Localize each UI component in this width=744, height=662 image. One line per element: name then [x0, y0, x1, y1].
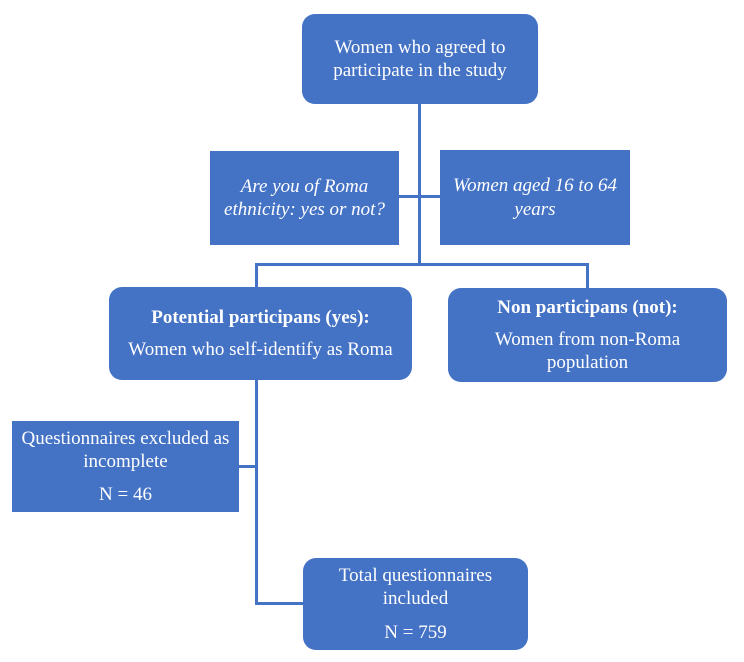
connector-ethnicity-to-age	[399, 195, 440, 198]
node-excluded-questionnaires: Questionnaires excluded as incomplete N …	[12, 421, 239, 512]
connector-drop-to-potential	[255, 263, 258, 289]
node-roma-ethnicity-question: Are you of Roma ethnicity: yes or not?	[210, 151, 399, 245]
connector-potential-to-total	[255, 379, 258, 605]
connector-to-excluded	[239, 465, 257, 468]
node-excluded-body: Questionnaires excluded as incomplete	[21, 427, 230, 472]
node-total-body: Total questionnaires included	[338, 565, 493, 610]
node-agreed-text: Women who agreed to participate in the s…	[333, 36, 507, 81]
node-excluded-count: N = 46	[99, 484, 152, 506]
node-nonparticipants-body: Women from non-Roma population	[494, 328, 681, 374]
connector-drop-to-nonparticipants	[586, 263, 589, 290]
connector-agreed-to-branch	[418, 104, 421, 265]
node-potential-body: Women who self-identify as Roma	[128, 339, 393, 360]
node-nonparticipants-title: Non participans (not):	[497, 296, 678, 318]
connector-to-total	[255, 602, 305, 605]
node-age-range: Women aged 16 to 64 years	[440, 150, 630, 245]
node-agreed-to-participate: Women who agreed to participate in the s…	[302, 14, 538, 104]
node-non-participants: Non participans (not): Women from non-Ro…	[448, 288, 727, 382]
node-age-text: Women aged 16 to 64 years	[453, 175, 617, 220]
connector-branch-horizontal	[255, 263, 589, 266]
node-total-questionnaires: Total questionnaires included N = 759	[303, 558, 528, 650]
node-potential-participants: Potential participans (yes): Women who s…	[109, 287, 412, 380]
node-ethnicity-text: Are you of Roma ethnicity: yes or not?	[224, 175, 385, 220]
node-total-count: N = 759	[384, 621, 447, 643]
node-potential-title: Potential participans (yes):	[151, 306, 370, 328]
